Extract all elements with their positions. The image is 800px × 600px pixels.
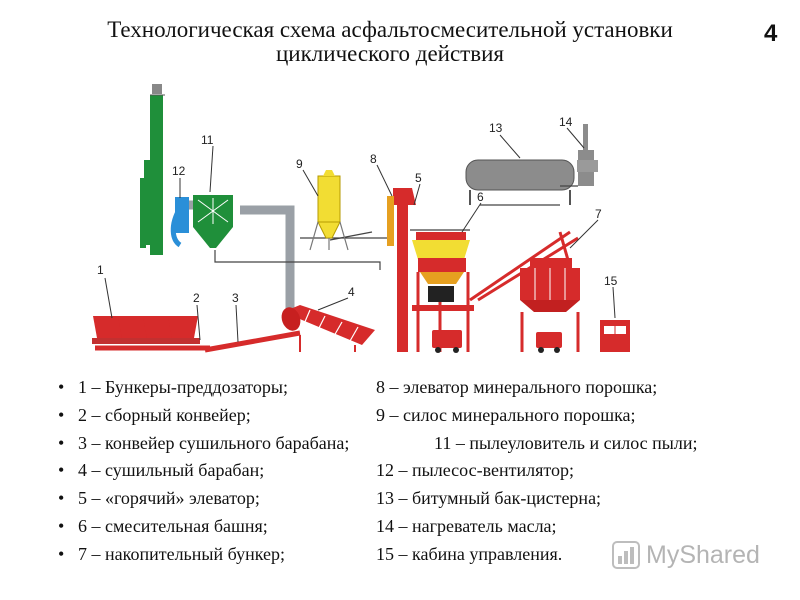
bar-chart-icon [612,541,640,569]
legend-list: •1 – Бункеры-преддозаторы;8 – элеватор м… [58,374,778,569]
pointer-lines [104,127,616,343]
callout-1: 1 [97,263,104,277]
callout-4: 4 [348,285,355,299]
legend-item: •4 – сушильный барабан;12 – пылесос-вент… [58,460,574,481]
drying-drum [281,305,375,352]
callout-9: 9 [296,157,303,171]
slide-number: 4 [764,20,778,47]
control-cabin [600,320,630,352]
plant-diagram: 1 2 3 4 5 6 7 8 9 11 12 13 14 15 [92,84,630,353]
legend-item: •6 – смесительная башня;14 – нагреватель… [58,515,557,536]
page-title: Технологическая схема асфальтосмесительн… [107,17,673,66]
callout-11: 11 [201,133,214,147]
mineral-elevator [387,196,394,246]
callout-5: 5 [415,171,422,185]
hot-elevator [393,188,416,352]
legend-item: •3 – конвейер сушильного барабана;11 – п… [58,432,698,453]
callout-labels: 1 2 3 4 5 6 7 8 9 11 12 13 14 15 [97,115,618,305]
callout-13: 13 [489,121,503,135]
callout-12: 12 [172,164,186,178]
callout-15: 15 [604,274,618,288]
legend-item: •2 – сборный конвейер;9 – силос минераль… [58,404,636,425]
mixing-tower [410,229,474,352]
callout-3: 3 [232,291,239,305]
callout-8: 8 [370,152,377,166]
return-lines [214,231,391,270]
dust-collector [175,195,233,248]
callout-7: 7 [595,207,602,221]
watermark: MyShared [612,540,760,570]
watermark-text: MyShared [646,540,760,569]
callout-14: 14 [559,115,573,129]
callout-6: 6 [477,190,484,204]
legend-item: •5 – «горячий» элеватор;13 – битумный ба… [58,488,602,509]
oil-heater [560,124,598,187]
callout-2: 2 [193,291,200,305]
cold-feed-hoppers [92,316,200,344]
storage-bins [520,258,580,352]
legend-item: •7 – накопительный бункер;15 – кабина уп… [58,543,563,564]
bitumen-tank [465,159,575,206]
trucks [432,330,562,353]
legend-item: •1 – Бункеры-преддозаторы;8 – элеватор м… [58,377,658,397]
chimney [140,84,165,255]
mineral-silo [309,170,349,251]
